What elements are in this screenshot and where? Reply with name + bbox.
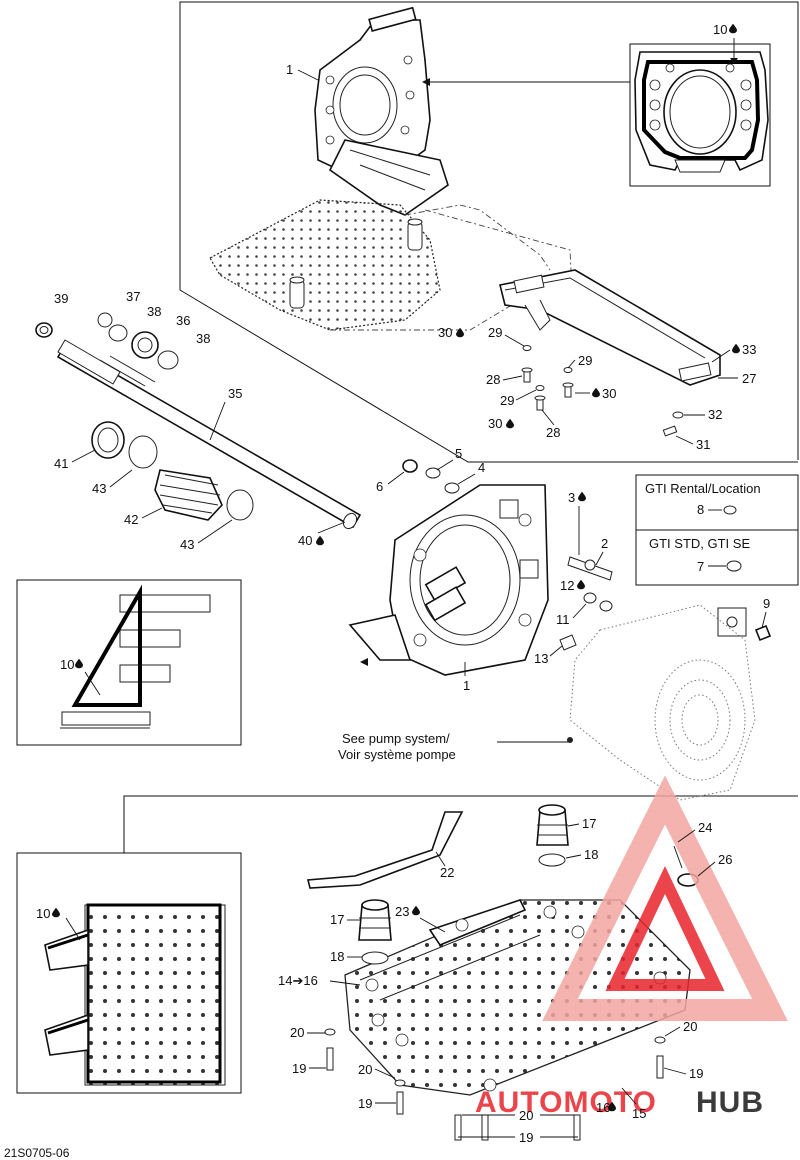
callout-12: 12: [560, 578, 574, 593]
housing-middle: [348, 484, 549, 676]
callout-43b: 43: [180, 537, 194, 552]
callout-17b: 17: [330, 912, 344, 927]
callout-22: 22: [440, 865, 454, 880]
pump-system-ghost: [567, 604, 756, 801]
callout-19c: 19: [689, 1066, 703, 1081]
callout-10-top: 10: [713, 22, 727, 37]
callout-26: 26: [718, 852, 732, 867]
variant-row1-title: GTI Rental/Location: [645, 481, 761, 496]
callout-29a: 29: [488, 325, 502, 340]
callout-5: 5: [455, 446, 462, 461]
callout-18a: 18: [584, 847, 598, 862]
support-bracket: [499, 269, 721, 386]
callout-10-low: 10: [36, 906, 50, 921]
callout-20b: 20: [358, 1062, 372, 1077]
callout-14-16: 14➔16: [278, 973, 318, 988]
callout-28b: 28: [546, 425, 560, 440]
grommets: [358, 804, 699, 965]
inset-housing-sealant: [629, 43, 771, 187]
callout-13: 13: [534, 651, 548, 666]
callout-23: 23: [395, 904, 409, 919]
callout-19a: 19: [292, 1061, 306, 1076]
svg-text:AUTOMOTO: AUTOMOTO: [475, 1086, 657, 1119]
callout-2: 2: [601, 536, 608, 551]
drive-shaft: [35, 312, 362, 530]
callout-19b: 19: [358, 1096, 372, 1111]
callout-30a: 30: [438, 325, 452, 340]
callout-27: 27: [742, 371, 756, 386]
ride-plate-top: [209, 199, 441, 331]
variant-row1-part: 8: [697, 502, 704, 517]
wear-strip: [306, 811, 464, 889]
callout-11: 11: [556, 612, 570, 627]
svg-text:HUB: HUB: [696, 1086, 764, 1119]
callout-10-left: 10: [60, 657, 74, 672]
ride-plate-bottom: [344, 899, 691, 1096]
callout-36: 36: [176, 313, 190, 328]
callout-20c: 20: [683, 1019, 697, 1034]
callout-24: 24: [698, 820, 712, 835]
callout-9: 9: [763, 596, 770, 611]
callout-16: 16: [596, 1100, 610, 1115]
callout-17a: 17: [582, 816, 596, 831]
housing-top: [314, 6, 449, 216]
variant-row2-title: GTI STD, GTI SE: [649, 536, 750, 551]
callout-20d: 20: [519, 1108, 533, 1123]
inset-side-sealant: [16, 579, 242, 746]
callout-30b: 30: [602, 386, 616, 401]
callout-30c: 30: [488, 416, 502, 431]
callout-29b: 29: [578, 353, 592, 368]
figure-code: 21S0705-06: [4, 1146, 70, 1160]
callout-3: 3: [568, 490, 575, 505]
callout-28a: 28: [486, 372, 500, 387]
callout-1-top: 1: [286, 62, 293, 77]
callout-6: 6: [376, 479, 383, 494]
note-line1: See pump system/: [342, 731, 450, 746]
variant-box: [635, 474, 799, 586]
callout-32: 32: [708, 407, 722, 422]
callout-37: 37: [126, 289, 140, 304]
callout-40: 40: [298, 533, 312, 548]
callout-33: 33: [742, 342, 756, 357]
inset-bottom-plate: [16, 852, 242, 1094]
callout-43a: 43: [92, 481, 106, 496]
note-line2: Voir système pompe: [338, 747, 456, 762]
callout-31: 31: [696, 437, 710, 452]
callout-38b: 38: [196, 331, 210, 346]
frame-lines: [123, 1, 799, 853]
callout-42: 42: [124, 512, 138, 527]
callout-4: 4: [478, 460, 485, 475]
callout-18b: 18: [330, 949, 344, 964]
pump-note: See pump system/ Voir système pompe: [338, 731, 456, 762]
callout-41: 41: [54, 456, 68, 471]
small-hardware: [402, 459, 772, 651]
screws-28-29: [521, 345, 684, 437]
watermark-logo: AUTOMOTO HUB: [475, 775, 788, 1119]
variant-box-text: GTI Rental/Location 8 GTI STD, GTI SE 7: [645, 481, 761, 574]
callout-35: 35: [228, 386, 242, 401]
watermark-triangle: [542, 775, 788, 1021]
callout-20a: 20: [290, 1025, 304, 1040]
callout-1-mid: 1: [463, 678, 470, 693]
callouts: 1 10 39 37 38 36 38 35 30 29 29 28 29 30…: [36, 22, 770, 1145]
variant-row2-part: 7: [697, 559, 704, 574]
callout-19d: 19: [519, 1130, 533, 1145]
callout-39: 39: [54, 291, 68, 306]
callout-15: 15: [632, 1106, 646, 1121]
callout-29c: 29: [500, 393, 514, 408]
callout-38a: 38: [147, 304, 161, 319]
